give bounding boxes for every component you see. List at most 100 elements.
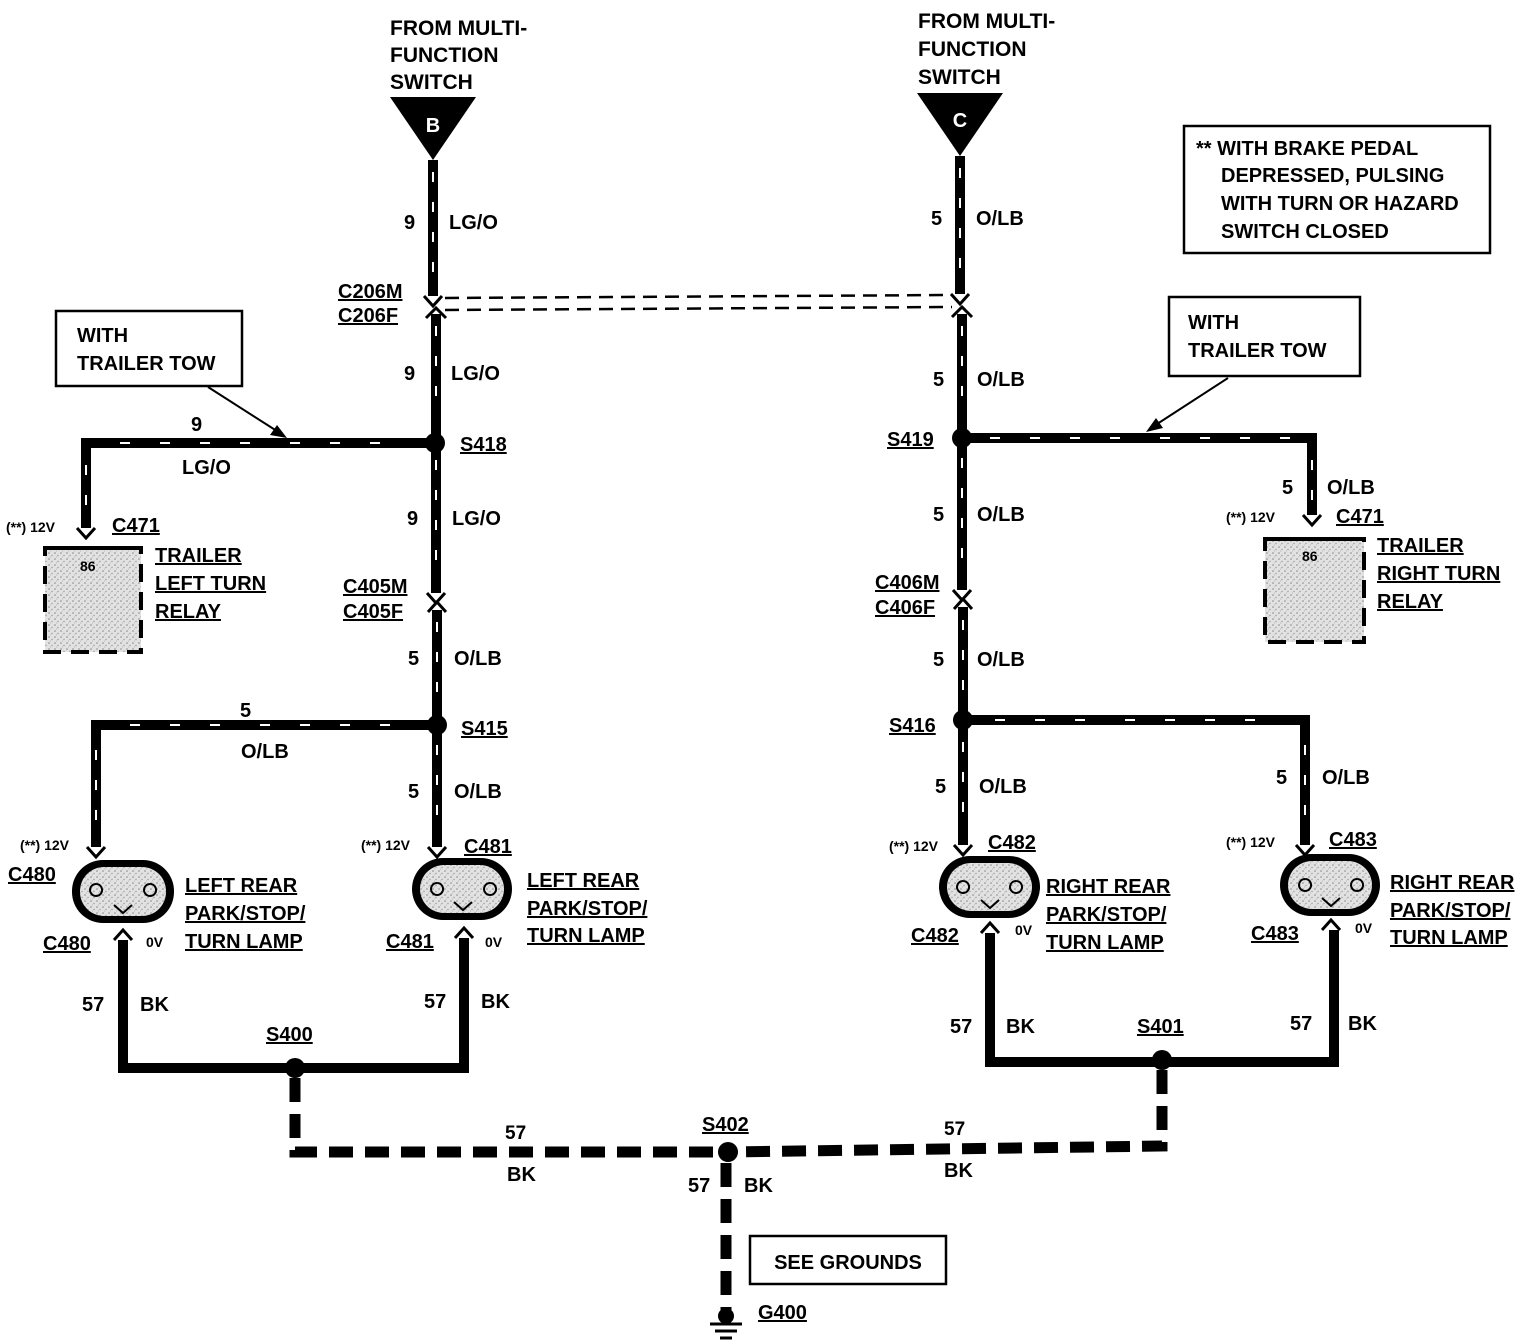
lamp-c482	[939, 843, 1040, 935]
lamp-c481-label-2: PARK/STOP/	[527, 898, 648, 920]
wire-right-2-number: 5	[933, 369, 944, 391]
wire-right-5-number: 5	[935, 776, 946, 798]
wire-right-5-color: O/LB	[979, 776, 1027, 798]
note-line-2: DEPRESSED, PULSING	[1221, 165, 1444, 187]
wire-left-1-number: 9	[404, 212, 415, 234]
relay-right-pin-86: 86	[1302, 548, 1318, 564]
wire-left-trailer-color: LG/O	[182, 457, 231, 479]
lamp-c483-label-3: TURN LAMP	[1390, 927, 1508, 949]
lamp-c480-ground-voltage: 0V	[146, 934, 164, 950]
c405f-label: C405F	[343, 601, 403, 623]
relay-left-voltage: (**) 12V	[6, 519, 56, 535]
splice-s400-label: S400	[266, 1024, 313, 1046]
trailer-tow-note-right: WITH TRAILER TOW	[1146, 295, 1362, 432]
lamp-c483-label-2: PARK/STOP/	[1390, 900, 1511, 922]
wire-left-5-color: O/LB	[454, 781, 502, 803]
lamp-c482-label-2: PARK/STOP/	[1046, 904, 1167, 926]
wire-left-4-number: 5	[408, 648, 419, 670]
ground-drop-color: BK	[744, 1175, 773, 1197]
ground-c480-wire-number: 57	[82, 994, 104, 1016]
splice-s416-label: S416	[889, 715, 936, 737]
right-lamp-branch-wire	[963, 715, 1310, 845]
source-b-connector: B	[390, 97, 476, 160]
lamp-c480-connector-bottom: C480	[43, 933, 91, 955]
lamp-c482-ground-voltage: 0V	[1015, 922, 1033, 938]
wire-left-lamp-number: 5	[240, 700, 251, 722]
note-line-3: WITH TURN OR HAZARD	[1221, 193, 1459, 215]
source-c-connector: C	[917, 93, 1003, 156]
trailer-tow-left-line-1: WITH	[77, 325, 128, 347]
ground-bus-dashed	[289, 1070, 1168, 1310]
ground-c481-wire-number: 57	[424, 991, 446, 1013]
ground-bus-right-color: BK	[944, 1160, 973, 1182]
wire-right-1-number: 5	[931, 208, 942, 230]
lamp-c481-label-3: TURN LAMP	[527, 925, 645, 947]
ground-g400-label: G400	[758, 1302, 807, 1324]
trailer-tow-right-line-1: WITH	[1188, 312, 1239, 334]
splice-s402-label: S402	[702, 1114, 749, 1136]
see-grounds-box: SEE GROUNDS	[748, 1234, 948, 1286]
ground-c482-wire-color: BK	[1006, 1016, 1035, 1038]
trailer-tow-left-line-2: TRAILER TOW	[77, 353, 216, 375]
ground-bus-left-color: BK	[507, 1164, 536, 1186]
wire-right-2-color: O/LB	[977, 369, 1025, 391]
lamp-c480-label-3: TURN LAMP	[185, 931, 303, 953]
c406f-label: C406F	[875, 597, 935, 619]
splice-s415	[427, 715, 447, 735]
c206-connector-left	[422, 294, 448, 320]
c206m-label: C206M	[338, 281, 402, 303]
wire-left-trailer-number: 9	[191, 414, 202, 436]
lamp-c480-label-2: PARK/STOP/	[185, 903, 306, 925]
relay-left-pin-86: 86	[80, 558, 96, 574]
lamp-c483	[1280, 843, 1380, 932]
wire-right-3-number: 5	[933, 504, 944, 526]
c406-connector	[951, 588, 974, 611]
c405-connector	[425, 591, 448, 614]
splice-s416	[953, 710, 973, 730]
splice-s419-label: S419	[887, 429, 934, 451]
source-b-label-1: FROM MULTI-	[390, 17, 527, 40]
wire-left-5-number: 5	[408, 781, 419, 803]
wire-right-4-color: O/LB	[977, 649, 1025, 671]
splice-s400	[285, 1058, 305, 1078]
ground-c483-wire-color: BK	[1348, 1013, 1377, 1035]
c405m-label: C405M	[343, 576, 407, 598]
trailer-tow-right-line-2: TRAILER TOW	[1188, 340, 1327, 362]
relay-right-voltage: (**) 12V	[1226, 509, 1276, 525]
right-trailer-branch-wire	[962, 433, 1317, 515]
lamp-c483-ground-voltage: 0V	[1355, 920, 1373, 936]
lamp-c483-voltage: (**) 12V	[1226, 834, 1276, 850]
lamp-c481-label-1: LEFT REAR	[527, 870, 640, 892]
wire-left-2-color: LG/O	[451, 363, 500, 385]
splice-s415-label: S415	[461, 718, 508, 740]
note-line-4: SWITCH CLOSED	[1221, 221, 1389, 243]
wire-right-trailer-color: O/LB	[1327, 477, 1375, 499]
wire-right-1-color: O/LB	[976, 208, 1024, 230]
lamp-c483-connector-top: C483	[1329, 829, 1377, 851]
lamp-c482-connector-bottom: C482	[911, 925, 959, 947]
lamp-c481-connector-bottom: C481	[386, 931, 434, 953]
c406m-label: C406M	[875, 572, 939, 594]
lamp-c481-ground-voltage: 0V	[485, 934, 503, 950]
source-c-label-2: FUNCTION	[918, 38, 1027, 61]
c206f-label: C206F	[338, 305, 398, 327]
relay-left-label-3: RELAY	[155, 601, 222, 623]
ground-c481-wire-color: BK	[481, 991, 510, 1013]
c206-connector-right	[949, 292, 974, 319]
source-b-letter: B	[426, 115, 440, 137]
relay-left-connector-c471: C471	[112, 515, 160, 537]
wire-right-lamp-number: 5	[1276, 767, 1287, 789]
ground-c480-wire-color: BK	[140, 994, 169, 1016]
trailer-left-turn-relay: 86	[43, 526, 143, 654]
ground-drop-number: 57	[688, 1175, 710, 1197]
lamp-c483-connector-bottom: C483	[1251, 923, 1299, 945]
splice-s419	[952, 428, 972, 448]
lamp-c482-voltage: (**) 12V	[889, 838, 939, 854]
note-box: ** WITH BRAKE PEDAL DEPRESSED, PULSING W…	[1182, 124, 1492, 255]
relay-right-label-2: RIGHT TURN	[1377, 563, 1500, 585]
ground-symbol-g400	[710, 1308, 742, 1340]
source-c-label-1: FROM MULTI-	[918, 10, 1055, 33]
left-trailer-branch-wire	[81, 438, 435, 528]
wire-left-3-number: 9	[407, 508, 418, 530]
